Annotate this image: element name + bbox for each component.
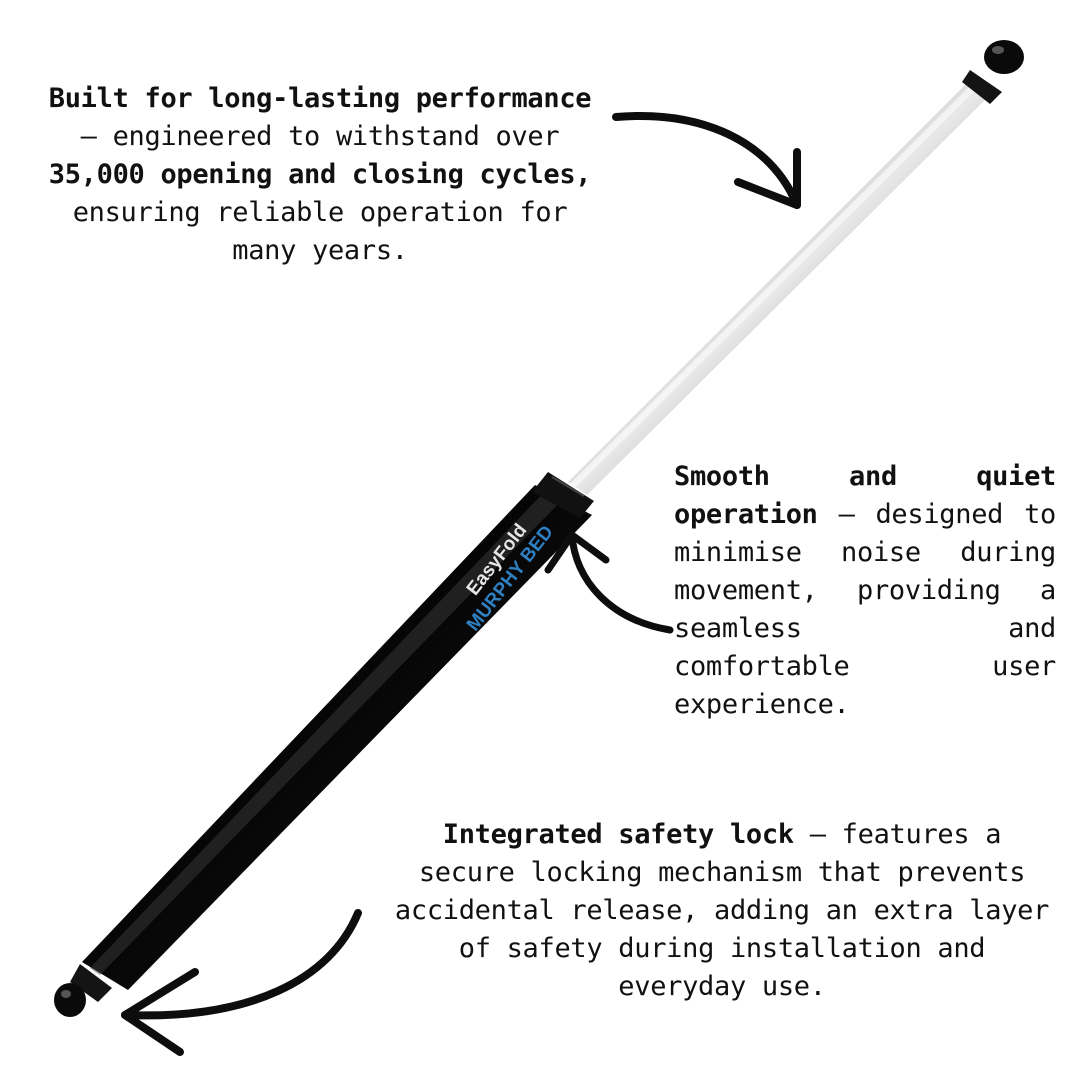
- safety-text: — features a secure locking mechanism th…: [394, 819, 1050, 1002]
- durability-text-1: — engineered to withstand over: [80, 121, 560, 152]
- safety-lock-callout: Integrated safety lock — features a secu…: [392, 816, 1052, 1006]
- arrow-to-seal-icon: [544, 531, 674, 634]
- durability-highlight: 35,000 opening and closing cycles,: [48, 159, 592, 190]
- safety-heading: Integrated safety lock: [442, 819, 794, 850]
- durability-text-2: ensuring reliable operation for many yea…: [72, 197, 568, 266]
- bottom-end-fitting: [54, 964, 112, 1017]
- durability-heading: Built for long-lasting performance: [48, 83, 592, 114]
- top-end-fitting: [962, 40, 1024, 104]
- arrow-to-rod-icon: [612, 112, 801, 209]
- durability-callout: Built for long-lasting performance — eng…: [40, 80, 600, 270]
- strut-seal-collar: [532, 472, 594, 518]
- arrow-to-bottom-icon: [121, 909, 362, 1056]
- strut-piston-rod: [568, 78, 993, 495]
- smooth-heading: Smooth and quiet operation: [674, 461, 1056, 530]
- smooth-operation-callout: Smooth and quiet operation — designed to…: [674, 458, 1056, 724]
- smooth-text: — designed to minimise noise during move…: [674, 499, 1056, 720]
- strut-cylinder: [82, 485, 592, 990]
